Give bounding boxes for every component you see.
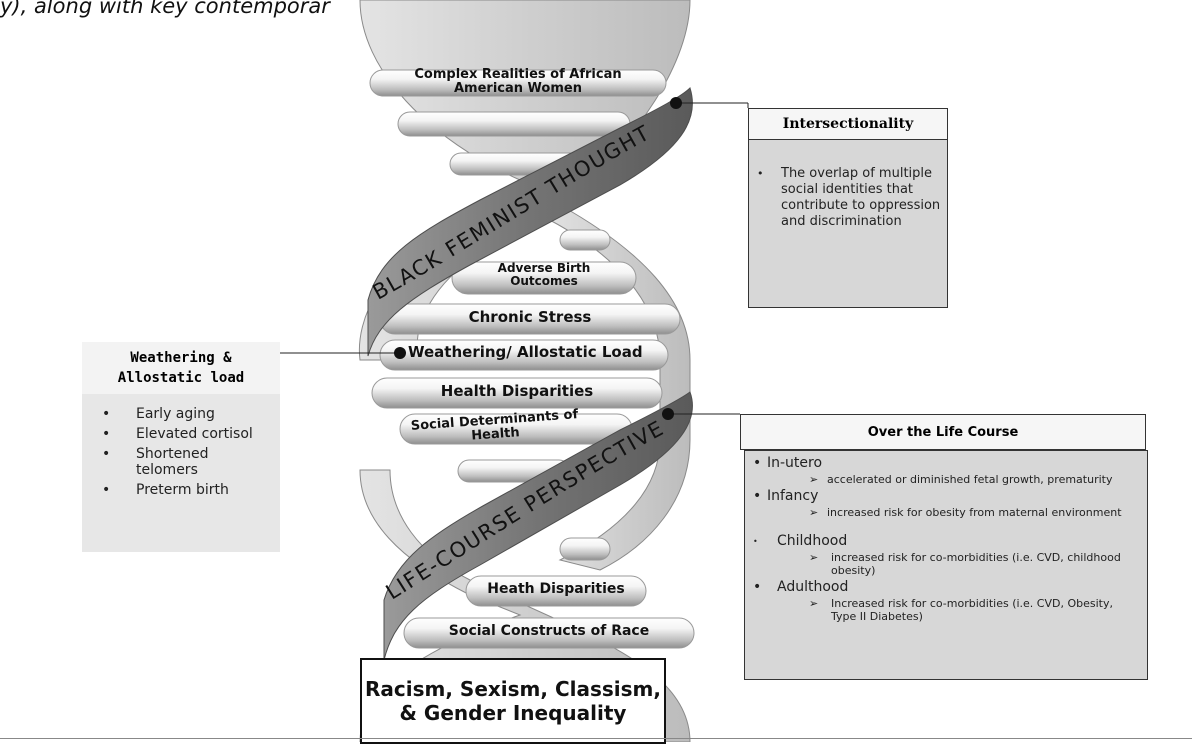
weathering-bullet-text: Preterm birth bbox=[136, 482, 229, 498]
weathering-bullet-text: Early aging bbox=[136, 406, 215, 422]
stage-adulthood: • Adulthood bbox=[753, 579, 1141, 596]
bullet-dot: • bbox=[102, 426, 111, 442]
caption-fragment: y), along with key contemporar bbox=[0, 0, 330, 18]
stage-label: Adulthood bbox=[777, 579, 849, 595]
bullet-dot: • bbox=[102, 482, 111, 498]
weathering-panel: Weathering & Allostatic load • Early agi… bbox=[82, 342, 280, 552]
arrow-bullet-icon: ➢ bbox=[809, 551, 819, 564]
stage-detail-text: increased risk for obesity from maternal… bbox=[827, 506, 1122, 519]
intersectionality-panel: Intersectionality • The overlap of multi… bbox=[748, 108, 948, 308]
connector-dot-weathering bbox=[394, 347, 406, 359]
connector-dot-life-course bbox=[662, 408, 674, 420]
life-course-title: Over the Life Course bbox=[740, 414, 1146, 450]
bullet-dot: • bbox=[753, 488, 762, 504]
intersectionality-title: Intersectionality bbox=[748, 108, 948, 140]
bullet-dot: • bbox=[753, 537, 758, 546]
weathering-bullet: • Early aging bbox=[102, 406, 272, 422]
rung-label-complex-realities: Complex Realities of African American Wo… bbox=[414, 67, 622, 96]
intersectionality-bullet: • The overlap of multiple social identit… bbox=[757, 166, 943, 230]
rung-label-weathering: Weathering/ Allostatic Load bbox=[408, 343, 643, 361]
stage-detail-text: accelerated or diminished fetal growth, … bbox=[827, 473, 1113, 486]
connector-dot-intersectionality bbox=[670, 97, 682, 109]
intersectionality-bullet-text: The overlap of multiple social identitie… bbox=[781, 166, 941, 229]
stage-detail-text: increased risk for co-morbidities (i.e. … bbox=[831, 551, 1121, 577]
stage-label: In-utero bbox=[767, 455, 823, 471]
bullet-dot: • bbox=[102, 446, 111, 462]
arrow-bullet-icon: ➢ bbox=[809, 473, 819, 486]
bullet-dot: • bbox=[757, 167, 764, 180]
weathering-title: Weathering & Allostatic load bbox=[82, 342, 280, 394]
intersectionality-body: • The overlap of multiple social identit… bbox=[748, 139, 948, 308]
stage-detail: ➢ increased risk for co-morbidities (i.e… bbox=[753, 551, 1141, 577]
stage-in-utero: • In-utero bbox=[753, 455, 1141, 472]
stage-detail: ➢ accelerated or diminished fetal growth… bbox=[753, 473, 1141, 486]
bullet-dot: • bbox=[102, 406, 111, 422]
weathering-bullet: • Shortened telomers bbox=[102, 446, 272, 478]
rung-label-chronic-stress: Chronic Stress bbox=[468, 308, 592, 326]
stage-label: Childhood bbox=[777, 533, 848, 549]
rung-label-health-disparities: Health Disparities bbox=[440, 382, 594, 400]
helix-rungs bbox=[369, 69, 695, 649]
stage-label: Infancy bbox=[767, 488, 819, 504]
stage-detail: ➢ Increased risk for co-morbidities (i.e… bbox=[753, 597, 1141, 623]
weathering-bullet-text: Elevated cortisol bbox=[136, 426, 253, 442]
connector-lines bbox=[280, 102, 749, 415]
weathering-body: • Early aging • Elevated cortisol • Shor… bbox=[82, 394, 280, 552]
stage-detail: ➢ increased risk for obesity from matern… bbox=[753, 506, 1141, 519]
life-course-panel: Over the Life Course • In-utero ➢ accele… bbox=[740, 414, 1148, 680]
stage-detail-text: Increased risk for co-morbidities (i.e. … bbox=[831, 597, 1113, 623]
rung-label-heath-disparities: Heath Disparities bbox=[487, 581, 625, 597]
weathering-bullet: • Preterm birth bbox=[102, 482, 272, 498]
bullet-dot: • bbox=[753, 455, 762, 471]
arrow-bullet-icon: ➢ bbox=[809, 506, 819, 519]
rung-label-social-constructs-of-race: Social Constructs of Race bbox=[448, 623, 650, 639]
stage-infancy: • Infancy bbox=[753, 488, 1141, 505]
helix-front-strand-upper bbox=[367, 87, 693, 357]
bullet-dot: • bbox=[753, 579, 762, 595]
stage-childhood: • Childhood bbox=[753, 533, 1141, 550]
page-divider bbox=[0, 738, 1192, 739]
weathering-bullet: • Elevated cortisol bbox=[102, 426, 272, 442]
root-causes-box: Racism, Sexism, Classism, & Gender Inequ… bbox=[360, 658, 666, 744]
arrow-bullet-icon: ➢ bbox=[809, 597, 819, 610]
life-course-body: • In-utero ➢ accelerated or diminished f… bbox=[744, 450, 1148, 680]
rung-label-adverse-birth-outcomes: Adverse Birth Outcomes bbox=[497, 261, 591, 288]
weathering-bullet-text: Shortened telomers bbox=[136, 446, 209, 478]
